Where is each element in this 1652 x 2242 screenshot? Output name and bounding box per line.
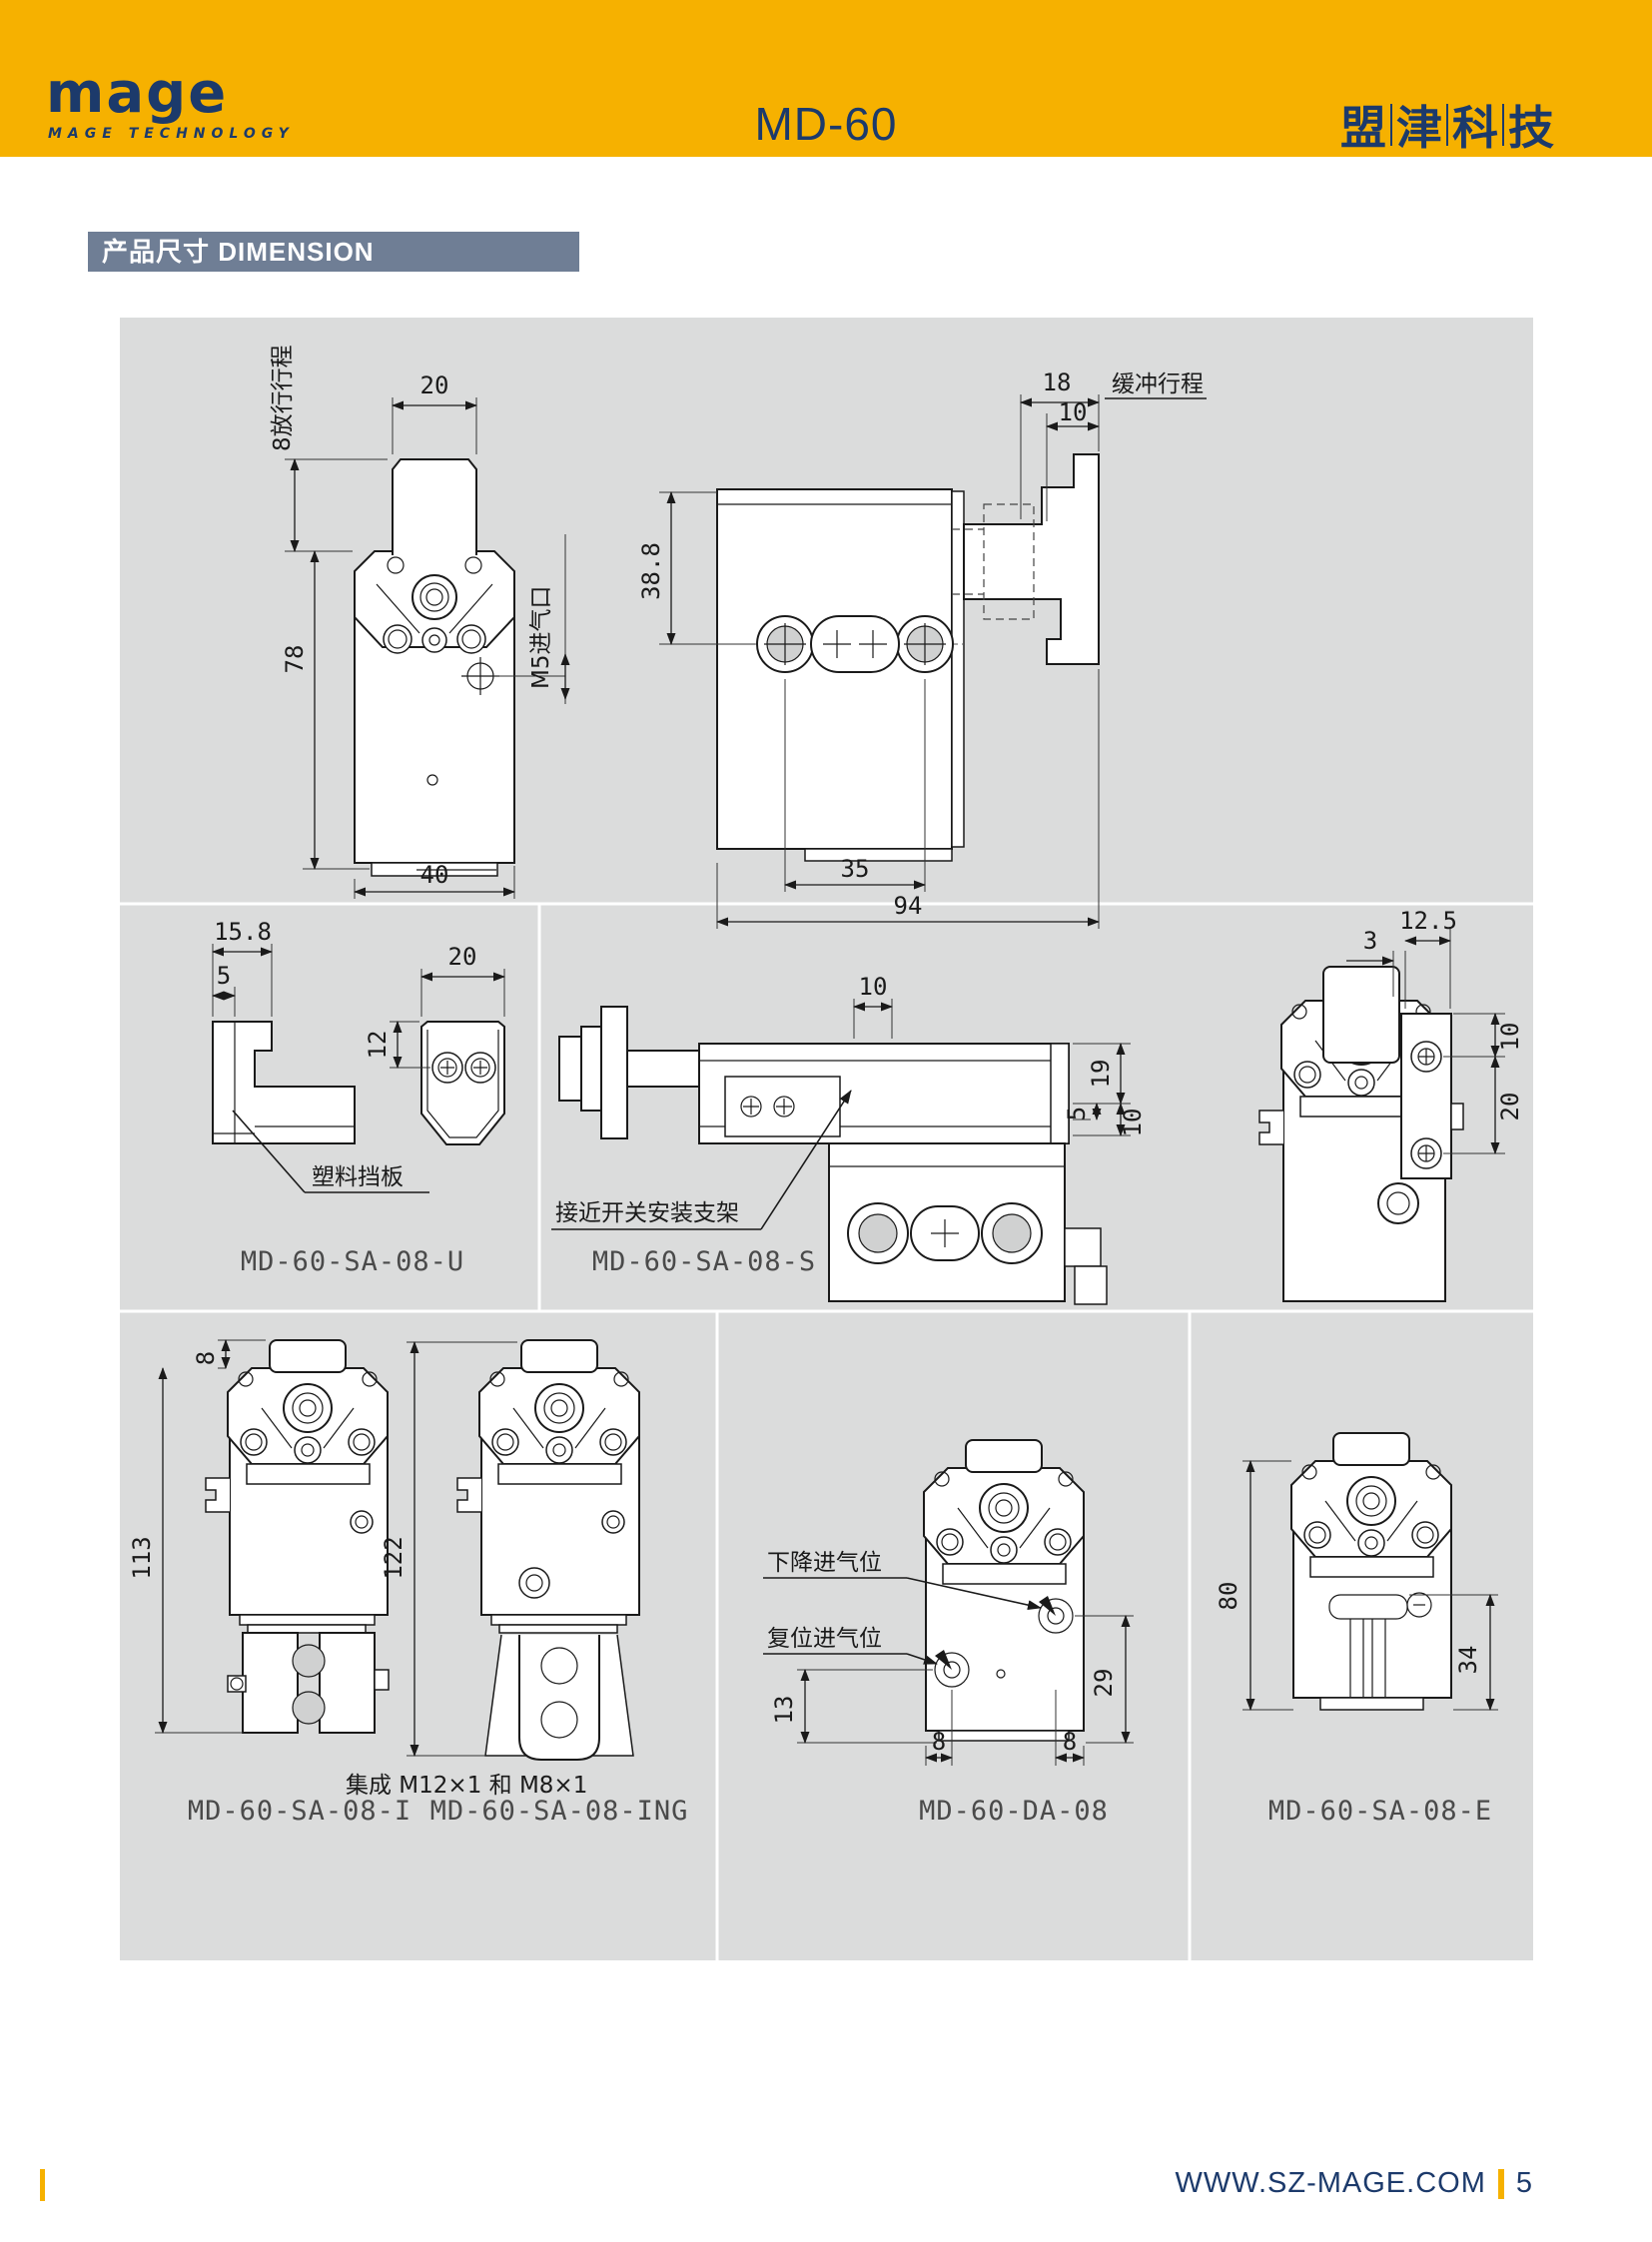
dim-10-s: 10 [859, 973, 888, 1001]
brand-divider [1446, 104, 1448, 146]
label-proximity-bracket: 接近开关安装支架 [555, 1200, 739, 1226]
mage-logo: mage [46, 61, 229, 126]
section-title-banner: 产品尺寸 DIMENSION [88, 232, 579, 272]
figure-side-plate-view: 3 12.5 10 20 [1258, 907, 1524, 1302]
dim-38-8: 38.8 [637, 542, 665, 600]
label-down-air-port: 下降进气位 [767, 1550, 882, 1576]
dim-10: 10 [1059, 398, 1088, 426]
dim-10b-s: 10 [1119, 1109, 1147, 1137]
dim-80: 80 [1215, 1582, 1242, 1611]
dim-3: 3 [1363, 927, 1377, 955]
dim-34: 34 [1454, 1646, 1482, 1675]
logo-tagline: MAGE TECHNOLOGY [48, 126, 295, 142]
dim-5-s: 5 [1063, 1107, 1091, 1121]
caption-md-60-da-08: MD-60-DA-08 [919, 1796, 1109, 1827]
header-band [0, 0, 1652, 157]
dim-35: 35 [841, 855, 870, 883]
caption-md-60-sa-08-s: MD-60-SA-08-S [592, 1246, 816, 1277]
page-title-model: MD-60 [754, 98, 898, 150]
brand-divider [1390, 104, 1392, 146]
dim-5: 5 [217, 962, 231, 990]
brand-char: 盟 [1340, 101, 1386, 155]
dim-29: 29 [1090, 1669, 1118, 1698]
dim-122: 122 [380, 1536, 408, 1579]
dim-40-width: 40 [420, 861, 449, 889]
dim-20-top: 20 [420, 372, 449, 399]
dim-20-r: 20 [1496, 1093, 1524, 1121]
caption-md-60-sa-08-i: MD-60-SA-08-I [188, 1796, 412, 1827]
label-m5-air-port: M5进气口 [528, 586, 554, 689]
dim-78-height: 78 [281, 645, 309, 674]
footer: WWW.SZ-MAGE.COM 5 [1175, 2167, 1533, 2200]
dim-13: 13 [770, 1696, 798, 1725]
brand-divider [1502, 104, 1504, 146]
dim-12: 12 [364, 1031, 392, 1060]
dim-8b: 8 [1063, 1728, 1077, 1756]
footer-page-number: 5 [1515, 2167, 1533, 2199]
dim-12-5: 12.5 [1399, 907, 1457, 935]
dim-8-release-stroke-label: 8放行行程 [270, 345, 296, 451]
label-buffer-stroke: 缓冲行程 [1112, 372, 1204, 397]
footer-divider-bar [1497, 2168, 1504, 2199]
figure-u-plastic-baffle: 塑料挡板 15.8 5 20 12 MD-60-SA-08-U [212, 918, 505, 1277]
dim-8-i: 8 [192, 1351, 220, 1365]
caption-md-60-sa-08-u: MD-60-SA-08-U [241, 1246, 464, 1277]
figure-side-view: 38.8 18 10 缓冲行程 35 94 [637, 369, 1207, 929]
dim-8a: 8 [932, 1728, 946, 1756]
brand-logotype: 盟 津 科 技 [1340, 92, 1554, 158]
dim-94: 94 [894, 892, 923, 920]
figure-s-proximity-switch: 10 19 5 10 接近开关安装支架 MD-60-SA-08-S [551, 973, 1147, 1305]
panel-cell-separators [120, 902, 1533, 1960]
dim-15-8: 15.8 [214, 918, 272, 946]
dim-113: 113 [128, 1536, 156, 1579]
dim-18: 18 [1043, 369, 1072, 396]
note-integrated-threads: 集成 M12×1 和 M8×1 [346, 1773, 587, 1799]
brand-char: 技 [1508, 101, 1554, 155]
caption-md-60-sa-08-e: MD-60-SA-08-E [1268, 1796, 1492, 1827]
dim-10-r: 10 [1496, 1023, 1524, 1052]
footer-website: WWW.SZ-MAGE.COM [1175, 2167, 1486, 2199]
brand-char: 津 [1396, 101, 1442, 155]
label-reset-air-port: 复位进气位 [767, 1626, 882, 1652]
caption-md-60-sa-08-ing: MD-60-SA-08-ING [430, 1796, 689, 1827]
dim-19: 19 [1087, 1060, 1115, 1089]
figure-e-extended: 80 34 MD-60-SA-08-E [1215, 1432, 1498, 1827]
brand-char: 科 [1452, 101, 1498, 155]
footer-left-accent-tick [40, 2169, 45, 2201]
figure-ing-integrated: 122 集成 M12×1 和 M8×1 MD-60-SA-08-ING [346, 1339, 689, 1827]
label-plastic-baffle: 塑料挡板 [312, 1164, 404, 1190]
figure-i-integrated: 8 113 MD-60-SA-08-I [128, 1339, 412, 1827]
figure-da-double-acting: 下降进气位 复位进气位 13 29 8 8 MD-60-DA-08 [763, 1439, 1134, 1827]
dim-20: 20 [448, 943, 477, 971]
figure-front-view: 20 8放行行程 78 40 M5进气口 [270, 345, 570, 899]
